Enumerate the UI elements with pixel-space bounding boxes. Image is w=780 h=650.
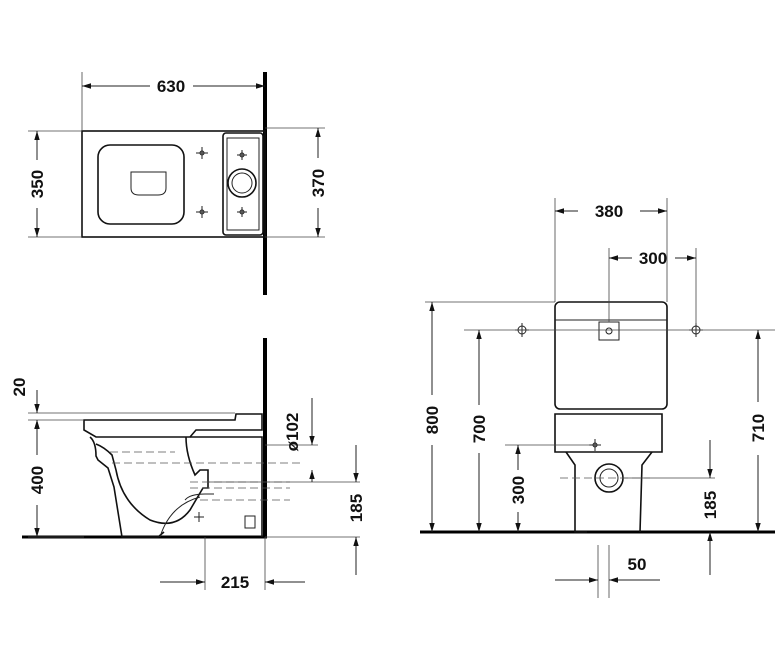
front-view-bowl [554, 413, 663, 453]
dim-top-width: 630 [157, 77, 185, 96]
dim-side-seat-thickness: 20 [10, 378, 29, 397]
front-view: 380 300 800 700 300 185 710 50 [420, 198, 775, 598]
dim-top-depth-left: 350 [28, 170, 47, 198]
dim-front-fixing-height: 700 [470, 415, 489, 443]
front-view-pedestal [565, 451, 653, 533]
dim-front-tank-fixing-height: 710 [749, 414, 768, 442]
top-view-fixing-marks [196, 147, 247, 218]
dim-top-depth-right: 370 [309, 169, 328, 197]
top-view-body [81, 130, 266, 238]
side-view-seat [83, 413, 263, 438]
dim-front-offset: 50 [628, 555, 647, 574]
top-view-tank [222, 132, 264, 236]
dim-front-fixing-spacing: 300 [639, 249, 667, 268]
top-view-seat-opening [130, 171, 167, 196]
dim-front-width: 380 [595, 202, 623, 221]
top-view-tank-inner [226, 137, 260, 231]
dim-side-outlet-diameter: ø102 [283, 413, 302, 452]
dim-side-outlet-distance: 215 [221, 573, 249, 592]
dim-side-rim-height: 400 [28, 466, 47, 494]
front-view-fixing-marks [515, 323, 703, 451]
top-view: 630 350 370 [28, 72, 328, 295]
front-view-tank [554, 301, 668, 410]
dim-front-height-total: 800 [423, 406, 442, 434]
dim-side-outlet-height: 185 [347, 494, 366, 522]
dim-front-floor-fixing-height: 300 [509, 476, 528, 504]
top-view-flush-button [227, 168, 257, 198]
dim-front-outlet-height: 185 [701, 491, 720, 519]
side-view: 20 400 ø102 185 215 [10, 338, 366, 592]
top-view-seat [97, 144, 185, 225]
side-view-bowl [95, 436, 209, 525]
side-view-bowl-front [89, 436, 165, 538]
